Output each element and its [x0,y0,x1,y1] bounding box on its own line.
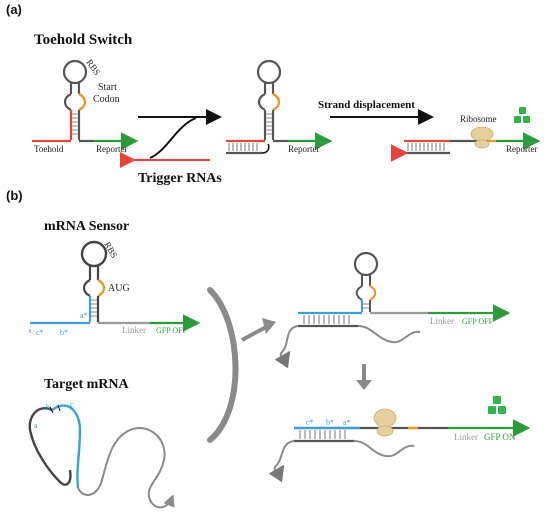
trigger-binding-arrow [138,109,222,159]
mrna-sensor-title: mRNA Sensor [44,219,129,234]
linker-label-sensor: Linker [122,325,146,335]
gfp-off-label-sensor: GFP OFF [156,326,188,335]
ribosome-large-subunit-b [373,408,397,428]
sensor-target-complex-off [274,251,511,369]
a-star-label-on: a* [343,418,351,427]
target-mrna-title: Target mRNA [44,377,130,392]
ribosome-small-subunit-a [474,139,490,149]
sensor-target-complex-on [268,408,531,483]
aug-label: AUG [108,283,130,294]
ribosome-label: Ribosome [460,114,497,124]
strand-displacement-label: Strand displacement [318,99,415,111]
toehold-switch-hairpin [32,59,139,150]
gfp-product-icon-b [488,396,506,414]
gfp-product-icon-a [514,107,530,123]
a-label-target: a [34,421,38,430]
trigger-rnas-label: Trigger RNAs [138,171,222,186]
reporter-label-1: Reporter [96,144,128,154]
open-switch-with-ribosome [390,126,541,162]
ribosome-large-subunit-a [470,126,494,142]
gfp-off-label-complex: GFP OFF [462,317,494,326]
trigger-bound-switch [226,59,333,155]
activation-down-arrow [356,364,372,390]
a-star-label-sensor: a* [80,311,88,320]
c-label-target: c [70,400,74,409]
ribosome-small-subunit-b [376,425,394,437]
start-codon-label-1: Start [98,82,117,93]
start-codon-label-2: Codon [93,94,120,105]
target-mrna-strand [28,404,175,509]
panel-b-label: (b) [6,188,23,203]
b-star-label-sensor: b* [60,328,68,337]
linker-label-on: Linker [454,432,478,442]
rbs-label-a: RBS [84,57,102,77]
linker-label-off: Linker [430,316,454,326]
c-star-label-sensor: c* [36,328,44,337]
toehold-switch-title: Toehold Switch [34,32,133,48]
gfp-on-label: GFP ON [484,432,516,442]
b-label-target: b [46,403,50,412]
b-star-label-on: b* [326,418,334,427]
toehold-label: Toehold [34,144,64,154]
reporter-label-3: Reporter [506,144,538,154]
hybridization-arrow [207,287,276,443]
panel-a-label: (a) [6,2,22,17]
mrna-sensor-hairpin [29,240,201,333]
c-star-label-on: c* [306,418,314,427]
reporter-label-2: Reporter [288,144,320,154]
